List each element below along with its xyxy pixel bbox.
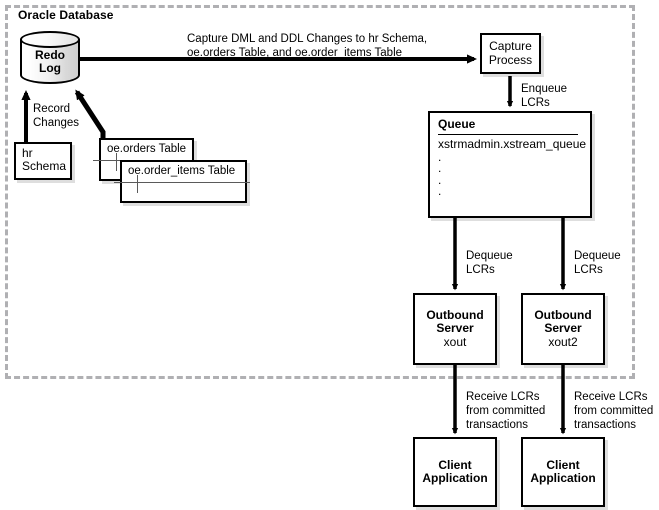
- queue-entry: xstrmadmin.xstream_queue: [438, 137, 587, 152]
- oe-orders-table-label: oe.orders Table: [107, 143, 187, 155]
- redo-log-cylinder-top: [20, 31, 80, 48]
- outbound-server-xout-instance: xout: [443, 334, 467, 349]
- client-application-1-line1: Client: [438, 457, 472, 472]
- client-application-2-line2: Application: [530, 471, 596, 485]
- redo-log-label: Redo Log: [20, 48, 80, 76]
- redo-log-label-line1: Redo: [35, 48, 65, 62]
- outbound-server-xout-line1: Outbound: [426, 307, 484, 322]
- outbound-server-xout2-line2: Server: [544, 321, 582, 336]
- queue-continuation-4: .: [438, 184, 442, 199]
- queue-continuation-1: .: [438, 149, 442, 164]
- queue-box: Queue xstrmadmin.xstream_queue . . . .: [428, 111, 592, 218]
- oe-order-items-table-tick: [137, 175, 138, 193]
- oe-order-items-table-rule: [114, 182, 250, 183]
- dequeue-lcrs-label-1: Dequeue LCRs: [466, 250, 513, 277]
- client-application-1-line2: Application: [422, 471, 488, 485]
- outbound-server-xout2-instance: xout2: [548, 334, 578, 349]
- oracle-database-boundary: [5, 5, 635, 379]
- receive-lcrs-label-2: Receive LCRs from committed transactions: [574, 391, 654, 432]
- queue-title-divider: [438, 134, 578, 136]
- outbound-server-xout-box: Outbound Server xout: [413, 293, 497, 365]
- oracle-database-title: Oracle Database: [18, 8, 114, 22]
- enqueue-lcrs-label: Enqueue LCRs: [521, 83, 568, 110]
- hr-schema-box: hr Schema: [14, 142, 72, 180]
- receive-lcrs-label-1: Receive LCRs from committed transactions: [466, 391, 546, 432]
- client-application-2-line1: Client: [546, 457, 580, 472]
- capture-process-line2: Process: [488, 52, 533, 67]
- outbound-server-xout2-line1: Outbound: [534, 307, 592, 322]
- client-application-1-box: Client Application: [413, 437, 497, 507]
- outbound-server-xout2-box: Outbound Server xout2: [521, 293, 605, 365]
- redo-log-label-line2: Log: [39, 61, 61, 76]
- capture-process-box: Capture Process: [480, 33, 541, 74]
- client-application-2-box: Client Application: [521, 437, 605, 507]
- redo-log-cylinder: Redo Log: [20, 31, 80, 86]
- oe-order-items-table-box: oe.order_items Table: [114, 160, 250, 203]
- outbound-server-xout-line2: Server: [436, 321, 474, 336]
- hr-schema-label: hr Schema: [22, 146, 67, 174]
- capture-changes-label: Capture DML and DDL Changes to hr Schema…: [187, 33, 428, 60]
- queue-title: Queue: [438, 117, 476, 131]
- oe-order-items-table-label: oe.order_items Table: [128, 165, 236, 177]
- queue-continuation-3: .: [438, 172, 442, 187]
- queue-continuation-2: .: [438, 161, 442, 176]
- record-changes-label: Record Changes: [33, 103, 80, 130]
- capture-process-line1: Capture: [489, 39, 532, 54]
- dequeue-lcrs-label-2: Dequeue LCRs: [574, 250, 621, 277]
- oe-orders-table-tick: [116, 153, 117, 171]
